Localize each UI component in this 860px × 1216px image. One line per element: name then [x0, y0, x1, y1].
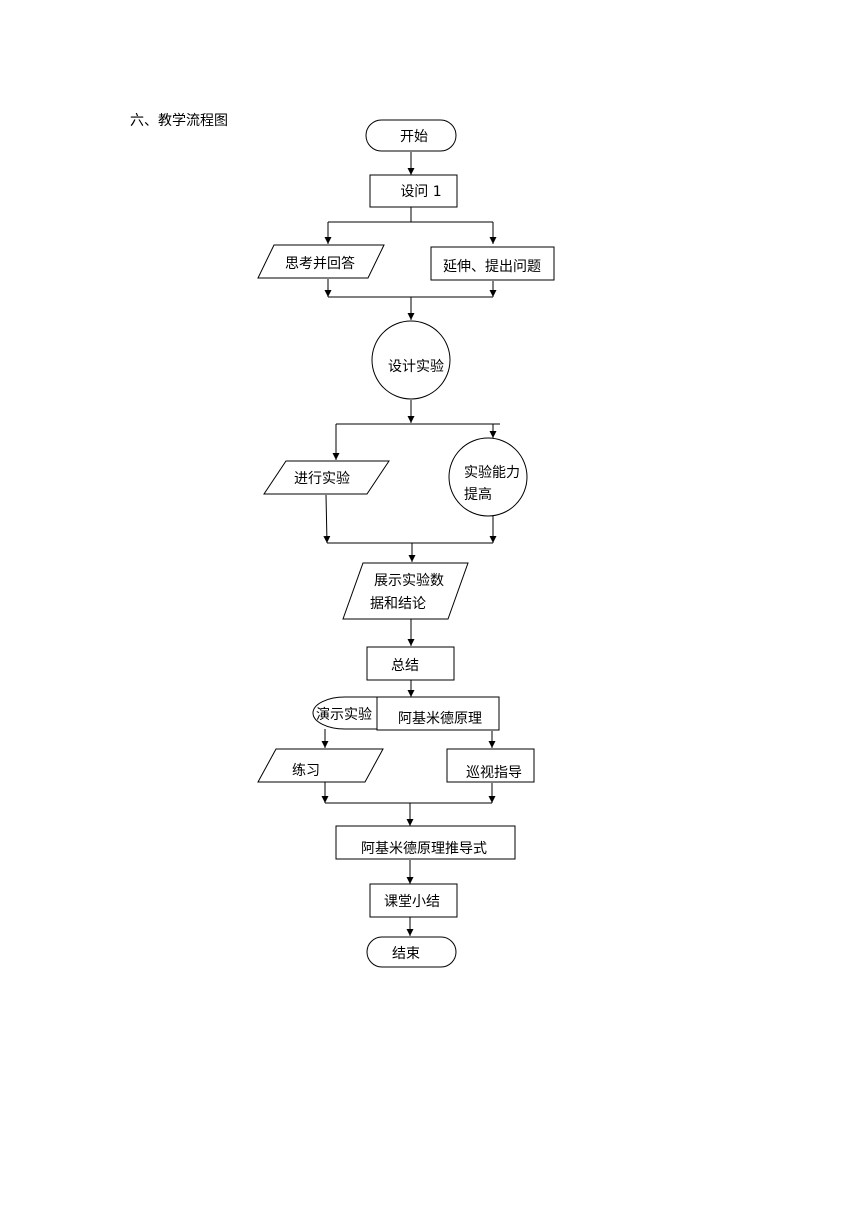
- svg-text:延伸、提出问题: 延伸、提出问题: [443, 259, 541, 275]
- node-archimedes-principle: 阿基米德原理: [376, 696, 500, 731]
- svg-text:阿基米德原理: 阿基米德原理: [398, 710, 482, 727]
- node-design-experiment: 设计实验: [371, 320, 451, 400]
- flow-connectors: [321, 152, 500, 936]
- svg-text:提高: 提高: [464, 486, 492, 503]
- node-conduct-experiment: 进行实验: [263, 460, 390, 495]
- node-demo-experiment: 演示实验: [312, 696, 378, 730]
- node-class-review: 课堂小结: [369, 883, 458, 918]
- node-start: 开始: [365, 119, 457, 152]
- svg-text:结束: 结束: [392, 946, 420, 962]
- node-patrol-guide: 巡视指导: [446, 748, 535, 783]
- node-end: 结束: [366, 936, 457, 968]
- svg-text:总结: 总结: [391, 658, 419, 674]
- svg-text:思考并回答: 思考并回答: [285, 255, 355, 272]
- node-show-data: 展示实验数 据和结论: [342, 562, 469, 620]
- node-question-1: 设问 1: [369, 174, 458, 208]
- node-practice: 练习: [257, 748, 384, 783]
- svg-text:巡视指导: 巡视指导: [466, 765, 522, 781]
- svg-text:阿基米德原理推导式: 阿基米德原理推导式: [361, 840, 487, 857]
- svg-text:课堂小结: 课堂小结: [384, 894, 440, 910]
- node-ability-improve: 实验能力 提高: [448, 437, 528, 517]
- node-summary: 总结: [366, 646, 455, 681]
- svg-text:展示实验数: 展示实验数: [374, 573, 444, 589]
- svg-text:练习: 练习: [292, 763, 320, 779]
- node-derivation: 阿基米德原理推导式: [335, 825, 516, 860]
- page-heading: 六、教学流程图: [130, 113, 228, 129]
- node-think-and-answer: 思考并回答: [257, 244, 385, 279]
- svg-text:演示实验: 演示实验: [316, 707, 372, 723]
- node-extend-question: 延伸、提出问题: [430, 246, 555, 281]
- svg-text:据和结论: 据和结论: [370, 596, 426, 612]
- svg-text:实验能力: 实验能力: [464, 465, 520, 481]
- svg-text:设计实验: 设计实验: [388, 359, 444, 375]
- svg-text:进行实验: 进行实验: [294, 471, 350, 487]
- svg-text:开始: 开始: [400, 129, 428, 145]
- svg-text:设问 1: 设问 1: [400, 184, 441, 200]
